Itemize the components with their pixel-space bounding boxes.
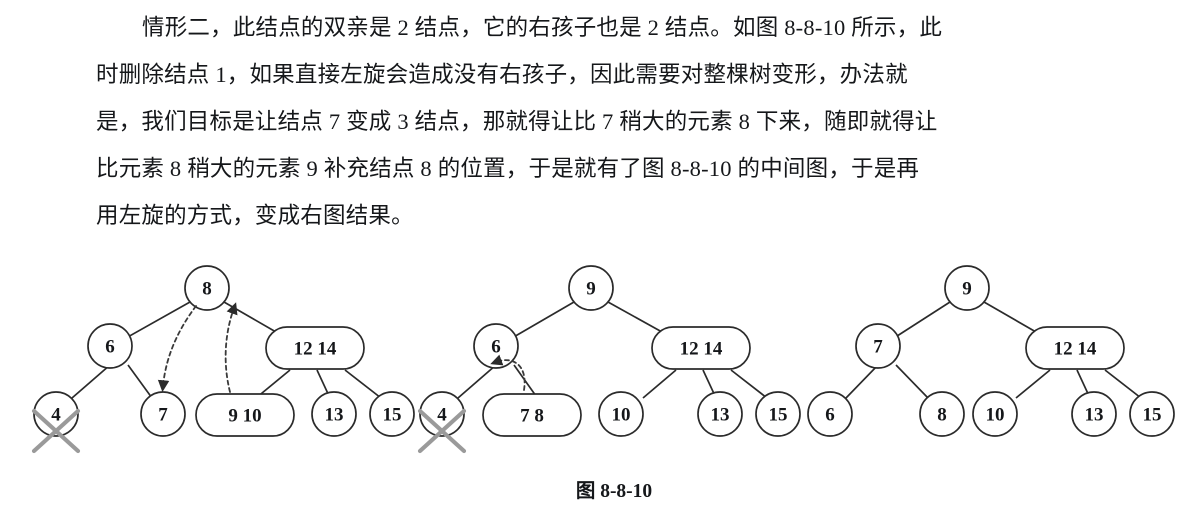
paragraph-line-5: 用左旋的方式，变成右图结果。 <box>96 203 414 228</box>
node-10[interactable]: 10 <box>598 391 644 437</box>
delete-x-mark <box>417 408 467 454</box>
edge-6-4 <box>457 364 497 399</box>
move-9-up-arrow <box>224 302 238 393</box>
trees-svg: 8 6 12 14 4 7 9 10 <box>31 265 1175 454</box>
node-12-14-label: 12 14 <box>294 339 337 360</box>
node-6[interactable]: 6 <box>87 323 133 369</box>
edge-9-1214 <box>607 301 663 333</box>
node-13[interactable]: 13 <box>697 391 743 437</box>
node-8[interactable]: 8 <box>919 391 965 437</box>
node-6-label: 6 <box>825 405 835 426</box>
node-13-label: 13 <box>711 405 730 426</box>
figure-8-8-10: 8 6 12 14 4 7 9 10 <box>0 248 1200 488</box>
node-6[interactable]: 6 <box>807 391 853 437</box>
node-15[interactable]: 15 <box>755 391 801 437</box>
node-10[interactable]: 10 <box>972 391 1018 437</box>
node-13-label: 13 <box>325 405 344 426</box>
edge-1214-15 <box>1104 369 1142 399</box>
tree-middle: 9 6 12 14 4 7 8 10 <box>417 265 801 454</box>
node-4[interactable]: 4 <box>419 391 465 437</box>
node-4-label: 4 <box>437 405 447 426</box>
node-7-8-label: 7 8 <box>520 406 544 427</box>
paragraph-line-3: 是，我们目标是让结点 7 变成 3 结点，那就得让比 7 稍大的元素 8 下来，… <box>96 109 938 134</box>
node-6-label: 6 <box>491 337 501 358</box>
node-12-14-label: 12 14 <box>680 339 723 360</box>
node-8[interactable]: 8 <box>184 265 230 311</box>
node-10-label: 10 <box>986 405 1005 426</box>
delete-x-mark <box>31 408 81 454</box>
node-8-label: 8 <box>937 405 947 426</box>
node-10-label: 10 <box>612 405 631 426</box>
edge-8-6 <box>125 301 191 339</box>
node-7-8[interactable]: 7 8 <box>482 393 582 437</box>
node-15-label: 15 <box>1143 405 1162 426</box>
tree-right: 9 7 12 14 6 8 10 <box>807 265 1175 437</box>
edge-7-8 <box>895 364 929 399</box>
figure-caption-text: 图 8-8-10 <box>575 481 653 502</box>
node-6-label: 6 <box>105 337 115 358</box>
edge-1214-10 <box>1015 369 1051 399</box>
node-12-14[interactable]: 12 14 <box>265 326 365 370</box>
edge-1214-10 <box>642 369 677 399</box>
paragraph-line-4: 比元素 8 稍大的元素 9 补充结点 8 的位置，于是就有了图 8-8-10 的… <box>96 156 920 181</box>
edge-9-6 <box>511 301 575 339</box>
node-4-label: 4 <box>51 405 61 426</box>
edge-6-7 <box>127 364 153 399</box>
node-9[interactable]: 9 <box>568 265 614 311</box>
tree-left: 8 6 12 14 4 7 9 10 <box>31 265 415 454</box>
node-15[interactable]: 15 <box>369 391 415 437</box>
node-7[interactable]: 7 <box>140 391 186 437</box>
node-9-10-label: 9 10 <box>228 406 261 427</box>
edge-1214-15 <box>730 369 768 399</box>
paragraph-line-1: 情形二，此结点的双亲是 2 结点，它的右孩子也是 2 结点。如图 8-8-10 … <box>142 15 943 40</box>
node-13[interactable]: 13 <box>311 391 357 437</box>
node-7-label: 7 <box>158 405 168 426</box>
node-15-label: 15 <box>769 405 788 426</box>
node-12-14[interactable]: 12 14 <box>651 326 751 370</box>
edge-7-6 <box>845 364 879 399</box>
node-15-label: 15 <box>383 405 402 426</box>
node-7-label: 7 <box>873 337 883 358</box>
node-12-14[interactable]: 12 14 <box>1025 326 1125 370</box>
move-8-down-arrow <box>157 305 197 393</box>
edge-9-7 <box>893 301 951 339</box>
node-6[interactable]: 6 <box>473 323 519 369</box>
node-15[interactable]: 15 <box>1129 391 1175 437</box>
figure-caption: 图 8-8-10 <box>0 474 1200 503</box>
node-8-label: 8 <box>202 279 212 300</box>
paragraph-line-2: 时删除结点 1，如果直接左旋会造成没有右孩子，因此需要对整棵树变形，办法就 <box>96 62 908 87</box>
node-13-label: 13 <box>1085 405 1104 426</box>
edge-9-1214 <box>983 301 1037 333</box>
node-9-label: 9 <box>962 279 972 300</box>
node-13[interactable]: 13 <box>1071 391 1117 437</box>
node-4[interactable]: 4 <box>33 391 79 437</box>
left-rotate-arrow <box>490 354 526 391</box>
node-9-label: 9 <box>586 279 596 300</box>
edge-6-4 <box>71 364 111 399</box>
node-12-14-label: 12 14 <box>1054 339 1097 360</box>
node-9-10[interactable]: 9 10 <box>195 393 295 437</box>
body-paragraph: 情形二，此结点的双亲是 2 结点，它的右孩子也是 2 结点。如图 8-8-10 … <box>96 4 1108 239</box>
node-9[interactable]: 9 <box>944 265 990 311</box>
node-7[interactable]: 7 <box>855 323 901 369</box>
edge-1214-15 <box>344 369 382 399</box>
